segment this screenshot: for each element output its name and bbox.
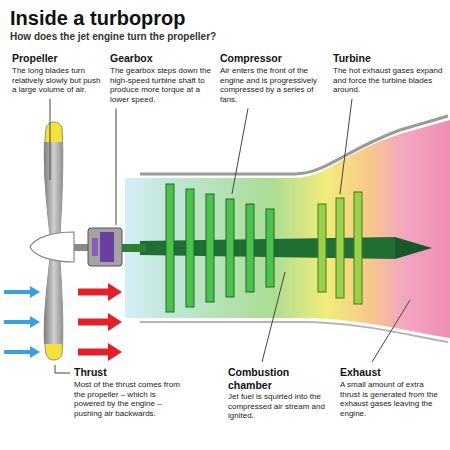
callout-text: Most of the thrust comes from the propel… [74,380,186,418]
thrust-arrow [78,289,110,296]
callout-heading: Compressor [220,52,326,65]
title: Inside a turboprop [10,6,186,30]
engine-casing [140,116,448,174]
air-arrow [4,320,31,324]
compressor-fan [246,204,254,292]
thrust-arrow [108,283,122,301]
exhaust-cone [395,237,432,259]
air-arrow [4,350,31,354]
gearbox [88,228,122,266]
compressor-fan [266,209,274,287]
callout-text: Air enters the front of the engine and i… [220,66,326,104]
air-arrow [30,346,40,358]
leader-line [372,300,410,362]
air-arrow [30,316,40,328]
callout-heading: Turbine [333,52,443,65]
leader-line [340,99,352,194]
callout-text: The long blades turn relatively slowly b… [12,66,104,95]
blade-tip [44,258,62,360]
turbine-blade [354,192,362,304]
air-arrow [30,286,40,298]
leader-line [116,108,117,225]
callout-heading: Gearbox [110,52,212,65]
callout-text: The hot exhaust gases expand and force t… [333,66,443,95]
compressor-fan [206,194,214,302]
leader-line [50,99,51,180]
propeller-shaft [72,244,90,251]
compressor-fan [186,189,194,307]
gear [92,238,98,256]
leader-line [262,272,285,362]
callout-text: The gearbox steps down the high-speed tu… [110,66,212,104]
thrust-arrow [78,349,110,356]
blade-tip [44,122,62,236]
propeller-blade [44,258,63,344]
callout-heading: Exhaust [340,366,444,379]
subtitle: How does the jet engine turn the propell… [10,31,216,43]
leader-line [232,108,248,194]
callout-heading: Thrust [74,366,186,379]
air-arrow [4,290,31,294]
gear [100,232,114,262]
airflow [125,120,450,338]
engine-casing [140,322,448,342]
callout-text: A small amount of extra thrust is genera… [340,380,444,418]
turbine-blade [318,204,326,292]
compressor-fan [166,184,174,312]
callout-text: Jet fuel is squirted into the compressed… [228,392,328,421]
thrust-arrow [108,313,122,331]
propeller-blade [44,142,63,236]
compressor-fan [226,199,234,297]
turbine-blade [336,198,344,298]
leader-line [55,365,70,373]
callout-heading: Propeller [12,52,104,65]
spinner [30,232,74,262]
thrust-arrow [78,319,110,326]
thrust-arrow [108,343,122,361]
callout-heading: Combustion chamber [228,366,328,391]
